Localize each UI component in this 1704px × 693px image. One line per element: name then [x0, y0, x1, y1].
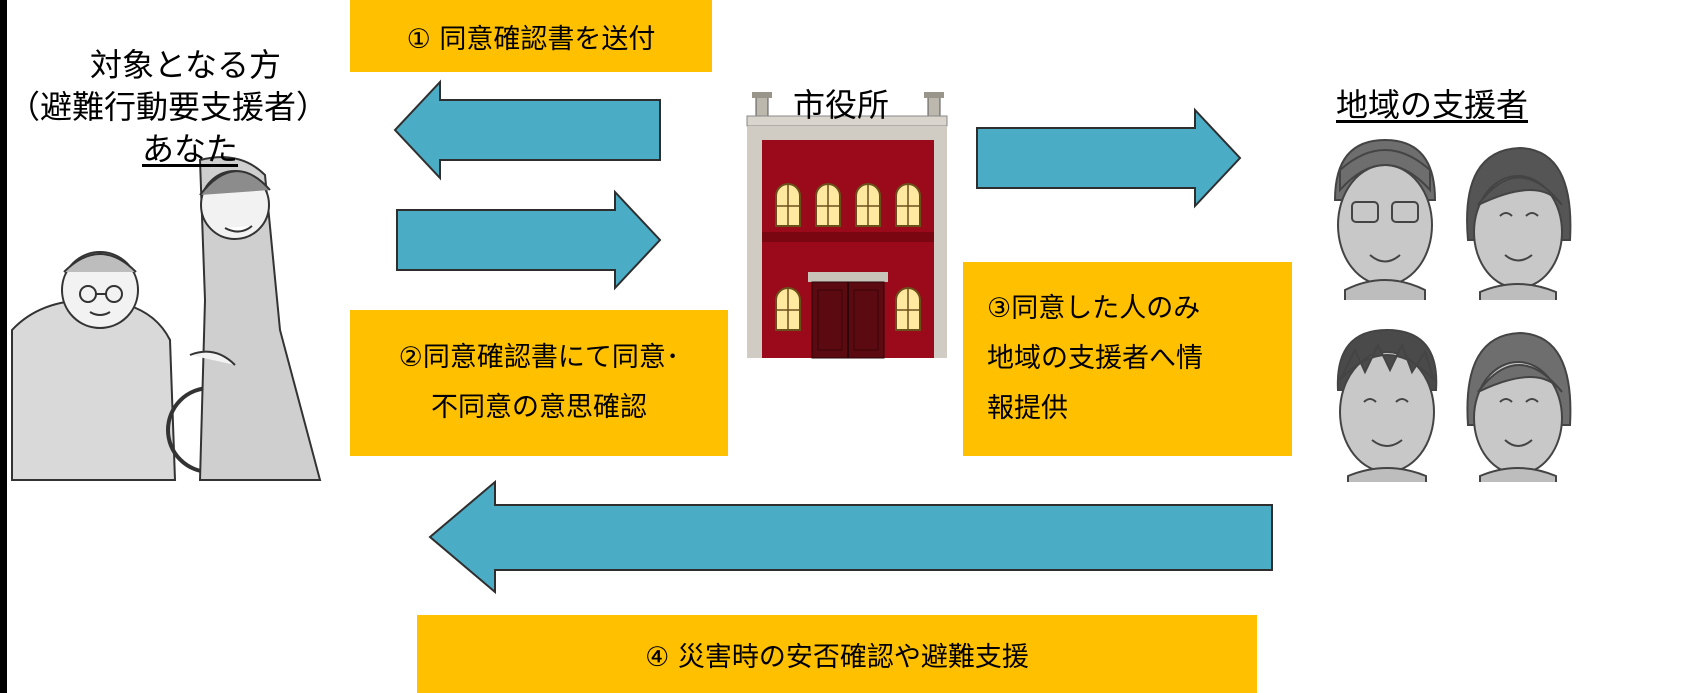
arrow-provide-info: [976, 107, 1242, 209]
local-supporters-label: 地域の支援者: [1336, 86, 1529, 124]
arrow-return-consent: [396, 189, 662, 291]
supporter-face-icon: [1333, 138, 1437, 300]
step1-send-consent-label: ① 同意確認書を送付: [350, 0, 712, 72]
target-person-line2: （避難行動要支援者）: [8, 88, 329, 126]
arrow-send-consent-form: [393, 79, 661, 181]
target-person-line1: 対象となる方: [90, 46, 282, 84]
supporter-face-icon: [1336, 328, 1438, 482]
city-hall-label: 市役所: [793, 86, 890, 124]
step3-line2: 地域の支援者へ情: [987, 343, 1203, 374]
step3-line3: 報提供: [987, 393, 1068, 424]
step2-line2: 不同意の意思確認: [431, 392, 647, 423]
step4-disaster-support-label: ④ 災害時の安否確認や避難支援: [417, 615, 1257, 693]
step2-consent-confirm-label: ②同意確認書にて同意･ 不同意の意思確認: [350, 310, 728, 456]
left-frame-border: [0, 0, 7, 693]
step2-line1: ②同意確認書にて同意･: [398, 342, 680, 373]
city-hall-building-icon: [746, 92, 948, 359]
supporter-face-icon: [1466, 331, 1572, 482]
step3-line1: ③同意した人のみ: [987, 293, 1201, 324]
local-supporters-illustration: [1333, 138, 1572, 482]
supporter-face-icon: [1466, 146, 1572, 300]
elderly-caregiver-illustration: [11, 156, 322, 481]
step3-provide-info-label: ③同意した人のみ 地域の支援者へ情 報提供: [963, 262, 1292, 456]
arrow-disaster-support: [428, 479, 1273, 595]
target-person-you: あなた: [142, 130, 239, 168]
